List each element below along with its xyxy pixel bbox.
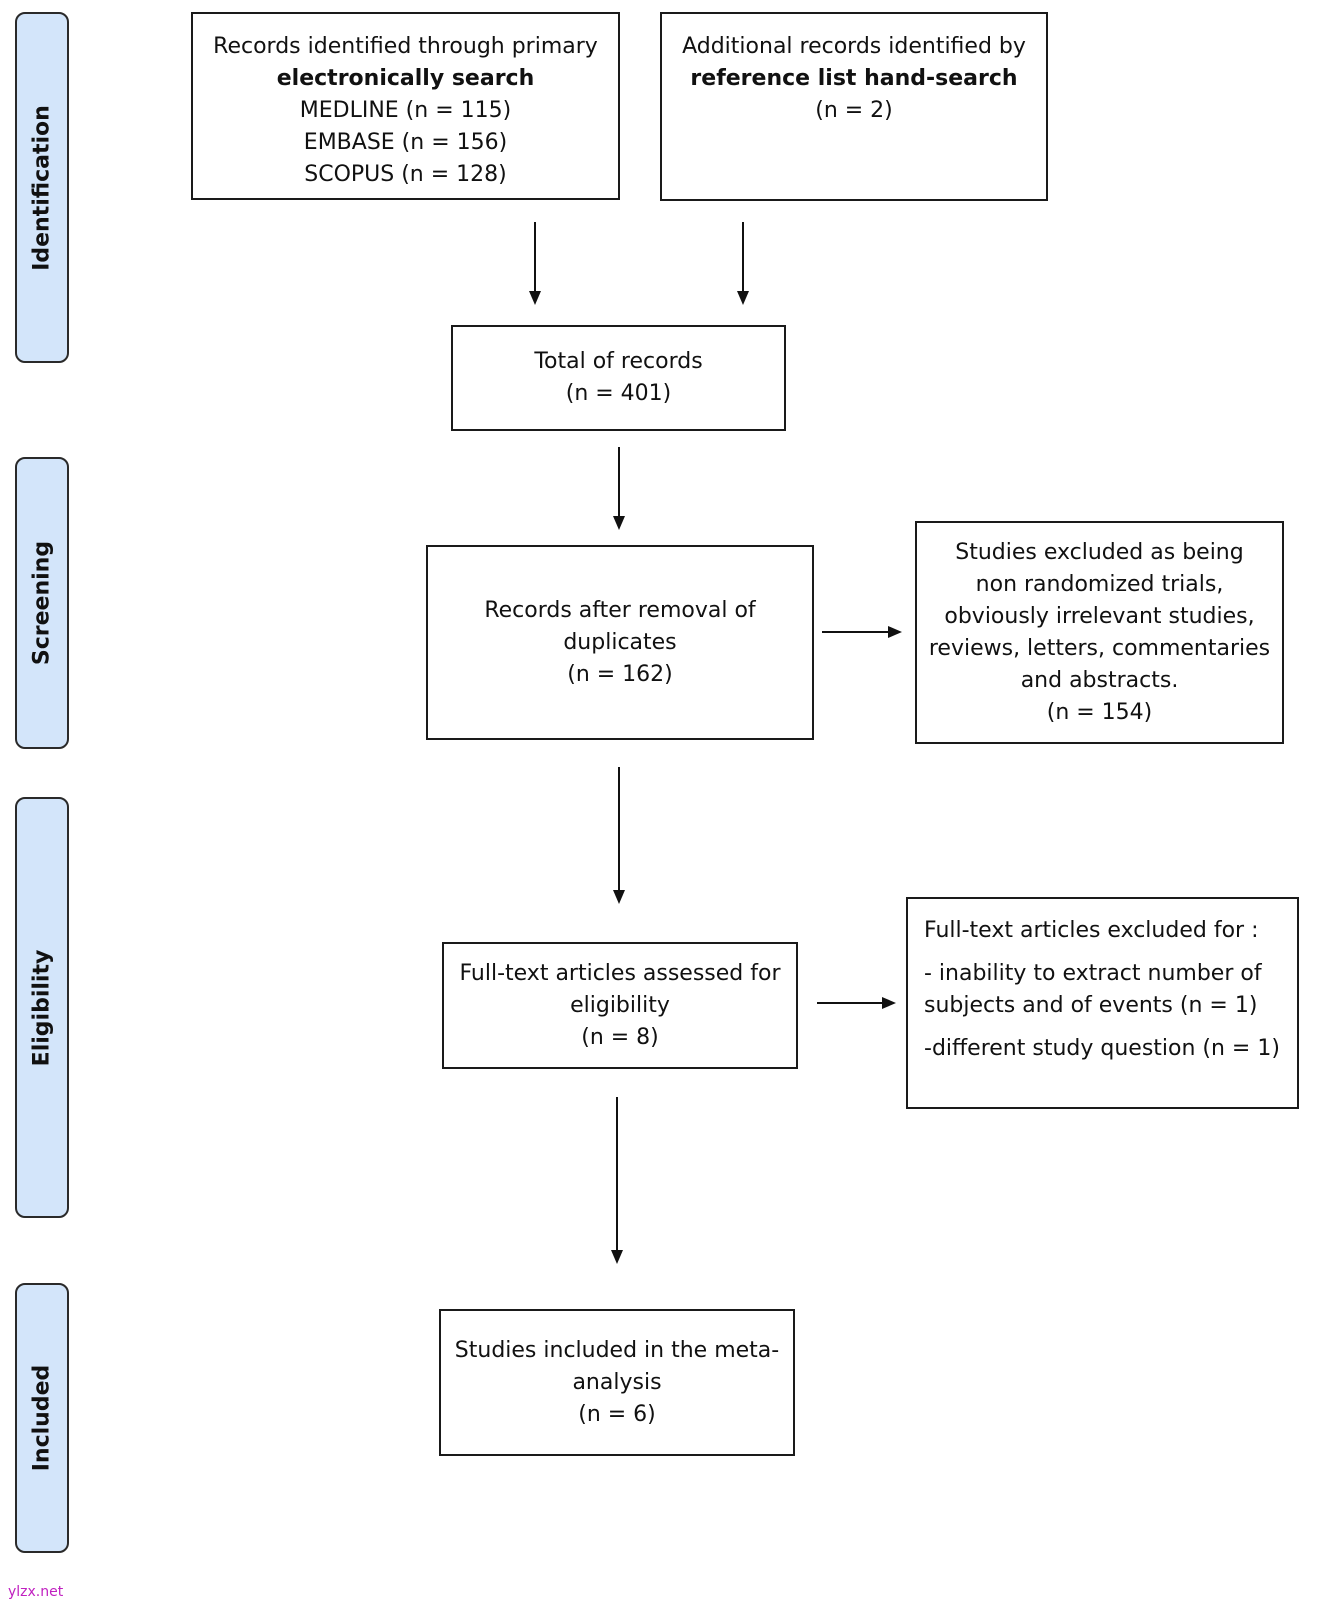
hand-search-box: Additional records identified by referen…	[660, 12, 1048, 201]
primary-search-box: Records identified through primary elect…	[191, 12, 620, 200]
excluded-screening-line-5: and abstracts.	[1020, 667, 1179, 693]
stage-eligibility: Eligibility	[15, 797, 69, 1218]
included-line-1: Studies included in the meta-	[454, 1337, 780, 1363]
arrow-hand-to-total	[737, 222, 749, 305]
embase-count: EMBASE (n = 156)	[303, 130, 508, 155]
full-text-line-1: Full-text articles assessed for	[459, 960, 781, 986]
hand-search-line-2: reference list hand-search	[690, 66, 1018, 91]
full-text-count: (n = 8)	[581, 1024, 659, 1050]
excluded-screening-line-2: non randomized trials,	[975, 571, 1224, 597]
arrow-total-to-duplicates	[613, 447, 625, 530]
excluded-fulltext-reason-1b: subjects and of events (n = 1)	[924, 993, 1258, 1018]
included-box: Studies included in the meta- analysis (…	[439, 1309, 795, 1456]
arrow-fulltext-to-included	[611, 1097, 623, 1264]
included-line-2: analysis	[572, 1369, 662, 1395]
excluded-fulltext-reason-1a: - inability to extract number of	[924, 961, 1262, 986]
excluded-screening-box: Studies excluded as being non randomized…	[915, 521, 1284, 744]
excluded-screening-line-3: obviously irrelevant studies,	[944, 603, 1255, 629]
excluded-screening-line-1: Studies excluded as being	[955, 539, 1244, 565]
medline-count: MEDLINE (n = 115)	[299, 98, 512, 123]
primary-search-line-2: electronically search	[276, 66, 535, 91]
arrow-primary-to-total	[529, 222, 541, 305]
arrow-fulltext-to-excluded	[817, 997, 896, 1009]
full-text-box: Full-text articles assessed for eligibil…	[442, 942, 798, 1069]
excluded-fulltext-reason-2: -different study question (n = 1)	[924, 1036, 1280, 1061]
after-duplicates-line-1: Records after removal of	[484, 597, 756, 623]
scopus-count: SCOPUS (n = 128)	[304, 162, 507, 187]
excluded-fulltext-heading: Full-text articles excluded for :	[924, 918, 1259, 943]
primary-search-line-1: Records identified through primary	[213, 34, 598, 59]
stage-screening: Screening	[15, 457, 69, 749]
excluded-screening-count: (n = 154)	[1046, 699, 1153, 725]
stage-included: Included	[15, 1283, 69, 1553]
total-records-label: Total of records	[534, 349, 703, 374]
total-records-count: (n = 401)	[565, 381, 672, 406]
total-records-box: Total of records (n = 401)	[451, 325, 786, 431]
watermark: ylzx.net	[8, 1584, 64, 1600]
included-count: (n = 6)	[578, 1401, 656, 1427]
arrow-duplicates-to-fulltext	[613, 767, 625, 904]
excluded-screening-line-4: reviews, letters, commentaries	[928, 635, 1271, 661]
arrow-duplicates-to-excluded	[822, 626, 902, 638]
after-duplicates-line-2: duplicates	[563, 629, 677, 655]
after-duplicates-count: (n = 162)	[567, 661, 673, 687]
after-duplicates-box: Records after removal of duplicates (n =…	[426, 545, 814, 740]
hand-search-line-1: Additional records identified by	[682, 34, 1026, 59]
hand-search-count: (n = 2)	[815, 98, 893, 123]
stage-identification: Identification	[15, 12, 69, 363]
excluded-fulltext-box: Full-text articles excluded for : - inab…	[906, 897, 1299, 1109]
full-text-line-2: eligibility	[570, 992, 670, 1018]
